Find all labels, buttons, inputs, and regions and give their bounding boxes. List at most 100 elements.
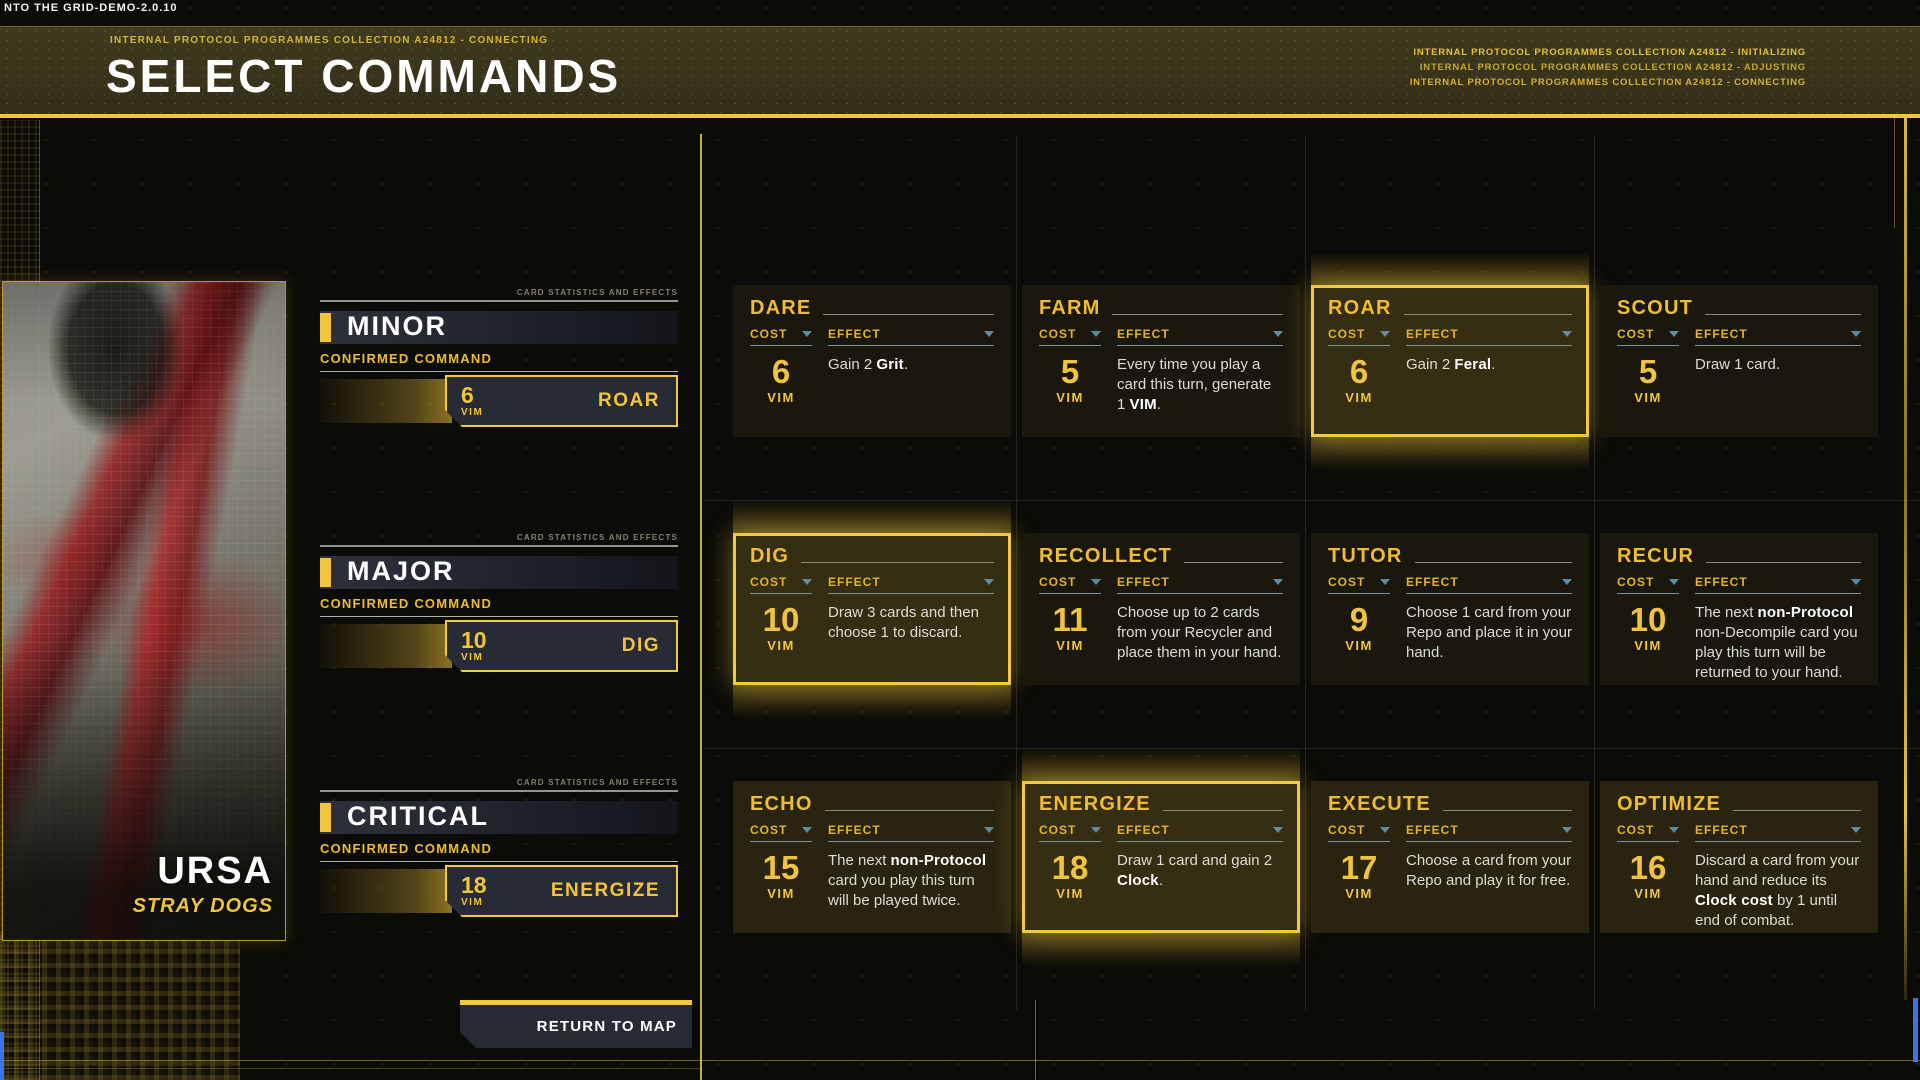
effect-text-segment: The next xyxy=(828,852,891,869)
card-title: OPTIMIZE xyxy=(1617,793,1722,815)
cost-sort-arrow-icon[interactable] xyxy=(1669,331,1679,337)
effect-keyword: non-Protocol xyxy=(890,852,987,869)
card-title-rule xyxy=(823,314,994,315)
effect-sort-arrow-icon[interactable] xyxy=(1273,827,1283,833)
card-title-rule xyxy=(1442,810,1572,811)
card-cost-unit: VIM xyxy=(1345,886,1373,901)
cost-sort-arrow-icon[interactable] xyxy=(802,331,812,337)
cost-sort-arrow-icon[interactable] xyxy=(1669,579,1679,585)
card-cost-value: 16 xyxy=(1629,849,1667,886)
effect-sort-arrow-icon[interactable] xyxy=(984,579,994,585)
effect-text-segment: Draw 1 card. xyxy=(1695,356,1781,373)
chip-command-name: DIG xyxy=(621,635,660,656)
effect-text-segment: Gain 2 xyxy=(828,356,877,373)
effect-header-label: EFFECT xyxy=(828,327,881,341)
effect-sort-arrow-icon[interactable] xyxy=(1851,331,1861,337)
card-title-row: DARE xyxy=(750,297,994,319)
cost-header-cell: COST xyxy=(1328,575,1390,594)
cost-sort-arrow-icon[interactable] xyxy=(1669,827,1679,833)
cost-sort-arrow-icon[interactable] xyxy=(802,579,812,585)
effect-sort-arrow-icon[interactable] xyxy=(1562,579,1572,585)
blue-corner-accent-left xyxy=(0,1032,4,1080)
card-title: DIG xyxy=(750,545,790,567)
bottom-left-mosaic xyxy=(0,932,240,1080)
effect-sort-arrow-icon[interactable] xyxy=(1562,827,1572,833)
build-version-label: NTO THE GRID-DEMO-2.0.10 xyxy=(4,2,178,14)
effect-sort-arrow-icon[interactable] xyxy=(1273,579,1283,585)
effect-sort-arrow-icon[interactable] xyxy=(1851,579,1861,585)
card-cost-unit: VIM xyxy=(1634,638,1662,653)
cost-sort-arrow-icon[interactable] xyxy=(1380,579,1390,585)
cost-sort-arrow-icon[interactable] xyxy=(1091,827,1101,833)
card-effect-text: Gain 2 Grit. xyxy=(828,355,994,404)
effect-sort-arrow-icon[interactable] xyxy=(1851,827,1861,833)
cost-sort-arrow-icon[interactable] xyxy=(1091,579,1101,585)
effect-header-label: EFFECT xyxy=(1406,327,1459,341)
cost-sort-arrow-icon[interactable] xyxy=(1380,827,1390,833)
bottom-frame-line xyxy=(0,1060,1920,1061)
tier-meta-label: CARD STATISTICS AND EFFECTS xyxy=(516,288,678,297)
cost-sort-arrow-icon[interactable] xyxy=(1380,331,1390,337)
character-name-block: URSA STRAY DOGS xyxy=(133,850,273,918)
card-cost-unit: VIM xyxy=(1056,886,1084,901)
character-portrait xyxy=(3,282,285,940)
effect-text-segment: Choose 1 card from your Repo and place i… xyxy=(1406,604,1572,661)
cost-header-cell: COST xyxy=(1039,327,1101,346)
effect-header-label: EFFECT xyxy=(1117,823,1170,837)
return-to-map-button[interactable]: RETURN TO MAP xyxy=(460,1000,692,1048)
tier-name-label: CRITICAL xyxy=(347,801,489,831)
card-cost-unit: VIM xyxy=(1056,390,1084,405)
card-cost-unit: VIM xyxy=(1056,638,1084,653)
cost-sort-arrow-icon[interactable] xyxy=(1091,331,1101,337)
cost-header-label: COST xyxy=(1617,575,1655,589)
chip-cost-value: 6 xyxy=(461,382,474,408)
card-effect-text: Discard a card from your hand and reduce… xyxy=(1695,851,1861,931)
card-cost-unit: VIM xyxy=(1345,638,1373,653)
card-effect-text: Draw 1 card. xyxy=(1695,355,1861,404)
card-cost-value: 11 xyxy=(1052,601,1088,638)
card-title-row: OPTIMIZE xyxy=(1617,793,1861,815)
card-cost-unit: VIM xyxy=(767,390,795,405)
effect-sort-arrow-icon[interactable] xyxy=(984,827,994,833)
card-title-row: TUTOR xyxy=(1328,545,1572,567)
confirmed-command-label: CONFIRMED COMMAND xyxy=(320,596,493,611)
card-title: RECOLLECT xyxy=(1039,545,1173,567)
card-effect-text: Every time you play a card this turn, ge… xyxy=(1117,355,1283,415)
card-title-rule xyxy=(1414,562,1572,563)
card-cost-value: 9 xyxy=(1349,601,1369,638)
card-title: SCOUT xyxy=(1617,297,1693,319)
chip-cost-unit: VIM xyxy=(461,652,484,663)
effect-text-segment: . xyxy=(1156,395,1161,413)
effect-sort-arrow-icon[interactable] xyxy=(1273,331,1283,337)
effect-sort-arrow-icon[interactable] xyxy=(984,331,994,337)
card-effect-text: Gain 2 Feral. xyxy=(1406,355,1572,404)
cost-sort-arrow-icon[interactable] xyxy=(802,827,812,833)
effect-sort-arrow-icon[interactable] xyxy=(1562,331,1572,337)
